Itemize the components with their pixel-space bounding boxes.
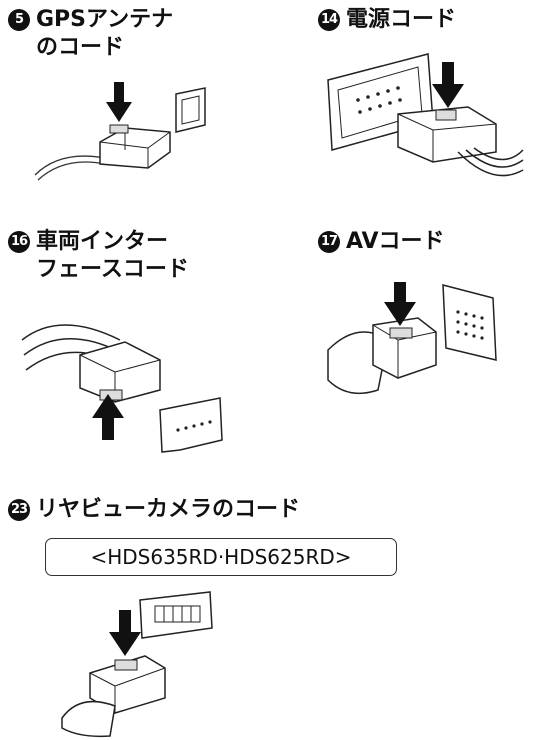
item-16-label-line-2: フェースコード bbox=[36, 257, 189, 282]
item-14-label-line-1: 電源コード bbox=[346, 7, 457, 32]
model-note-box: <HDS635RD·HDS625RD> bbox=[45, 538, 397, 576]
item-17-label-line-1: AVコード bbox=[346, 229, 445, 254]
item-5-caption: 5 GPSアンテナ のコード bbox=[8, 6, 173, 62]
item-14-caption: 14 電源コード bbox=[318, 6, 456, 34]
gps-connector-illustration bbox=[34, 82, 206, 181]
item-23-caption: 23 リヤビューカメラのコード bbox=[8, 496, 300, 524]
item-16-label-line-1: 車両インター bbox=[36, 229, 169, 254]
item-5-number-badge: 5 bbox=[8, 9, 30, 31]
item-16-caption: 16 車両インター フェースコード bbox=[8, 228, 189, 284]
power-connector-illustration bbox=[327, 53, 524, 177]
item-5-label-line-2: のコード bbox=[36, 35, 125, 60]
item-14-number-badge: 14 bbox=[318, 9, 340, 31]
item-17-number-badge: 17 bbox=[318, 231, 340, 253]
item-23-number-badge: 23 bbox=[8, 499, 30, 521]
item-16-number-badge: 16 bbox=[8, 231, 30, 253]
vehicle-interface-connector-illustration bbox=[21, 324, 223, 453]
item-17-caption: 17 AVコード bbox=[318, 228, 445, 256]
item-23-label-line-1: リヤビューカメラのコード bbox=[36, 497, 301, 522]
av-connector-illustration bbox=[327, 282, 497, 395]
rear-camera-connector-illustration bbox=[61, 591, 213, 738]
item-5-label-line-1: GPSアンテナ bbox=[36, 7, 174, 32]
